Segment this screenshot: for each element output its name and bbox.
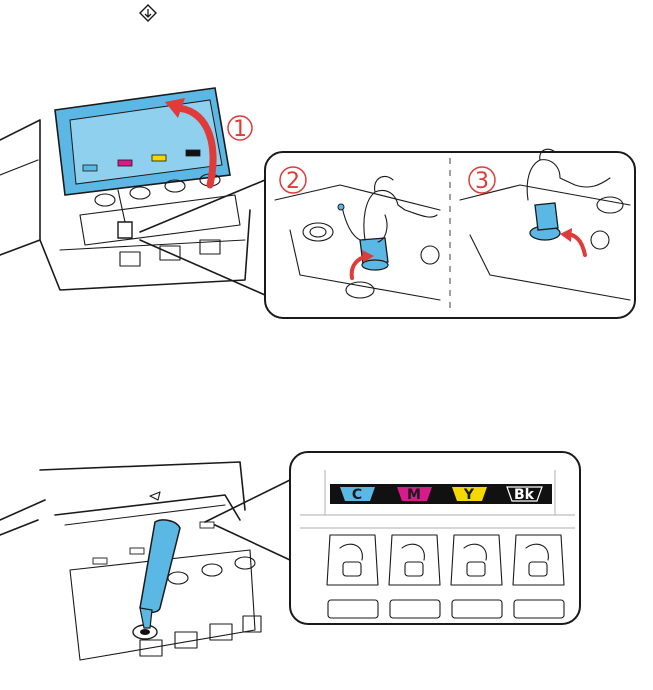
- cap-callout-panel: 2 3: [265, 149, 635, 318]
- cover-stripe-magenta: [118, 160, 132, 166]
- ink-label-y: Y: [463, 487, 475, 503]
- step-number-2: 2: [286, 169, 300, 194]
- cover-stripe-black: [186, 150, 200, 156]
- ink-label-callout-panel: C M Y Bk: [290, 452, 580, 624]
- cover-stripe-yellow: [152, 155, 166, 161]
- ink-bottle: [140, 520, 180, 613]
- step-number-1: 1: [233, 117, 247, 142]
- step-number-3: 3: [475, 169, 489, 194]
- ink-label-m: M: [407, 487, 421, 503]
- diamond-start-icon: [140, 5, 156, 21]
- ink-label-c: C: [352, 487, 362, 503]
- ink-label-bk: Bk: [514, 487, 535, 503]
- printer-top-illustration: 1: [0, 88, 252, 290]
- cover-stripe-cyan: [83, 165, 97, 171]
- printer-bottom-illustration: [0, 462, 261, 660]
